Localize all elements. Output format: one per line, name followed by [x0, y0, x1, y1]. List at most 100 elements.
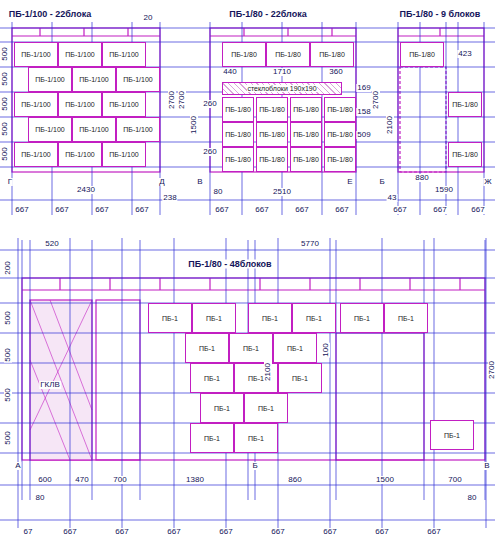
dimension-text: А — [14, 462, 21, 470]
block-label: ПБ-1/100 — [65, 101, 94, 108]
dimension-line — [0, 200, 495, 201]
block-label: ПБ-1 — [206, 315, 222, 322]
wall-block: ПБ-1 — [273, 333, 317, 363]
block-label: ПБ-1/100 — [109, 101, 138, 108]
dimension-text: 2700 — [372, 90, 380, 110]
wall-block: ПБ-1/80 — [324, 122, 356, 147]
dimension-text: 667 — [94, 206, 109, 214]
dimension-line — [140, 240, 141, 500]
dimension-text: 80 — [467, 494, 478, 502]
wall-block: ПБ-1/100 — [14, 142, 58, 167]
wall-block: ПБ-1/100 — [28, 67, 72, 92]
wall-block: ПБ-1/80 — [222, 42, 266, 67]
block-label: ПБ-1/80 — [327, 131, 353, 138]
block-label: ПБ-1 — [287, 345, 303, 352]
dimension-line — [486, 238, 487, 528]
wall-block: ПБ-1/80 — [222, 97, 254, 122]
wall-block: ПБ-1 — [234, 423, 278, 453]
block-label: ПБ-1/80 — [293, 131, 319, 138]
dimension-text: 5770 — [300, 240, 320, 248]
dimension-line — [424, 240, 425, 500]
dimension-line — [485, 240, 486, 500]
block-label: ПБ-1 — [354, 315, 370, 322]
block-label: ПБ-1/100 — [65, 151, 94, 158]
dimension-text: 667 — [14, 206, 29, 214]
wall-block: ПБ-1/100 — [102, 42, 146, 67]
dimension-text: 667 — [374, 528, 389, 536]
wall-block: ПБ-1 — [384, 303, 428, 333]
dimension-text: 169 — [356, 84, 371, 92]
wall-block: ПБ-1 — [190, 423, 234, 453]
wall-block: ПБ-1 — [185, 333, 229, 363]
dimension-text: 2700 — [168, 90, 176, 110]
block-label: ПБ-1 — [398, 315, 414, 322]
dimension-text: 2430 — [76, 186, 96, 194]
dimension-text: 500 — [1, 146, 9, 161]
wall-block: ПБ-1 — [292, 303, 336, 333]
dimension-text: 500 — [1, 71, 9, 86]
dimension-text: 500 — [1, 121, 9, 136]
dimension-text: 43 — [387, 194, 398, 202]
dimension-line — [434, 238, 435, 528]
block-label: ПБ-1/100 — [35, 126, 64, 133]
dimension-text: Ж — [483, 178, 492, 186]
wall-block: ПБ-1/80 — [400, 42, 444, 67]
wall-block: ПБ-1/80 — [256, 122, 288, 147]
block-label: ПБ-1/100 — [21, 151, 50, 158]
dimension-text: Е — [346, 178, 353, 186]
block-label: ПБ-1/100 — [109, 51, 138, 58]
wall-outline — [12, 28, 485, 460]
wall-block: ПБ-1/80 — [324, 97, 356, 122]
dimension-text: 667 — [432, 206, 447, 214]
dimension-text: 520 — [44, 240, 59, 248]
dimension-text: 260 — [202, 100, 217, 108]
dimension-text: 667 — [54, 206, 69, 214]
dimension-text: 200 — [4, 260, 12, 275]
wall-block: ПБ-1 — [340, 303, 384, 333]
dimension-grid — [0, 22, 495, 528]
wall-block: ПБ-1 — [229, 333, 273, 363]
dimension-text: 1500 — [190, 115, 198, 135]
dimension-line — [122, 238, 123, 528]
wall-block: ПБ-1/80 — [290, 97, 322, 122]
block-label: ПБ-1/80 — [259, 106, 285, 113]
block-label: ПБ-1 — [248, 375, 264, 382]
dimension-text: 67 — [23, 528, 34, 536]
wall-block: ПБ-1/100 — [72, 117, 116, 142]
wall-block: ПБ-1 — [200, 393, 244, 423]
block-label: ПБ-1/80 — [259, 131, 285, 138]
dimension-text: 667 — [334, 206, 349, 214]
block-label: ПБ-1/80 — [275, 51, 301, 58]
wall-block: ПБ-1/100 — [14, 42, 58, 67]
block-label: ПБ-1/100 — [21, 101, 50, 108]
dimension-text: 700 — [112, 476, 127, 484]
dimension-text: 1590 — [434, 186, 454, 194]
dimension-text: 20 — [143, 14, 154, 22]
block-label: ПБ-1/80 — [409, 51, 435, 58]
wall-block: ПБ-1/100 — [28, 117, 72, 142]
dimension-text: 2100 — [264, 362, 272, 382]
dimension-text: Д — [158, 178, 165, 186]
dimension-text: 423 — [457, 50, 472, 58]
dimension-line — [0, 250, 495, 251]
wall-block: ПБ-1/100 — [58, 42, 102, 67]
dimension-line — [0, 520, 495, 521]
block-label: ПБ-1 — [258, 405, 274, 412]
block-label: ПБ-1/100 — [79, 126, 108, 133]
dimension-text: 667 — [62, 528, 77, 536]
dimension-text: 260 — [202, 148, 217, 156]
dimension-text: В — [483, 462, 490, 470]
wall-block: ПБ-1/100 — [58, 142, 102, 167]
wall-title: ПБ-1/80 - 48блоков — [187, 260, 272, 269]
wall-block: ПБ-1/80 — [222, 122, 254, 147]
wall-block: ПБ-1 — [278, 363, 322, 393]
dimension-text: 860 — [287, 476, 302, 484]
dimension-text: 500 — [4, 310, 12, 325]
dimension-text: ГКЛВ — [39, 381, 61, 389]
wall-block: ПБ-1 — [430, 420, 474, 450]
dimension-text: 667 — [322, 528, 337, 536]
block-label: ПБ-1/80 — [225, 156, 251, 163]
block-label: ПБ-1 — [243, 345, 259, 352]
dimension-text: 667 — [426, 528, 441, 536]
block-label: ПБ-1/100 — [123, 126, 152, 133]
